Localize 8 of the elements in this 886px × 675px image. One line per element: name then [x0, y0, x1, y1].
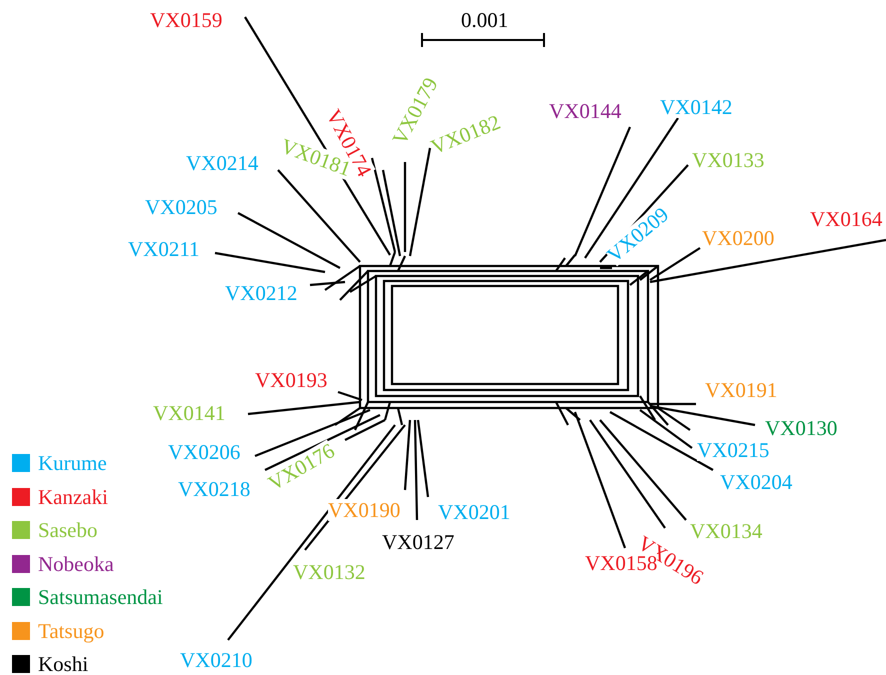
legend-label: Tatsugo	[38, 620, 104, 642]
legend-label: Satsumasendai	[38, 586, 163, 608]
legend-label: Kanzaki	[38, 486, 108, 508]
legend-label: Koshi	[38, 653, 88, 675]
legend-label: Nobeoka	[38, 552, 114, 574]
taxon-label: VX0190	[328, 499, 400, 521]
legend-label: Sasebo	[38, 519, 98, 541]
legend-label: Kurume	[38, 452, 107, 474]
